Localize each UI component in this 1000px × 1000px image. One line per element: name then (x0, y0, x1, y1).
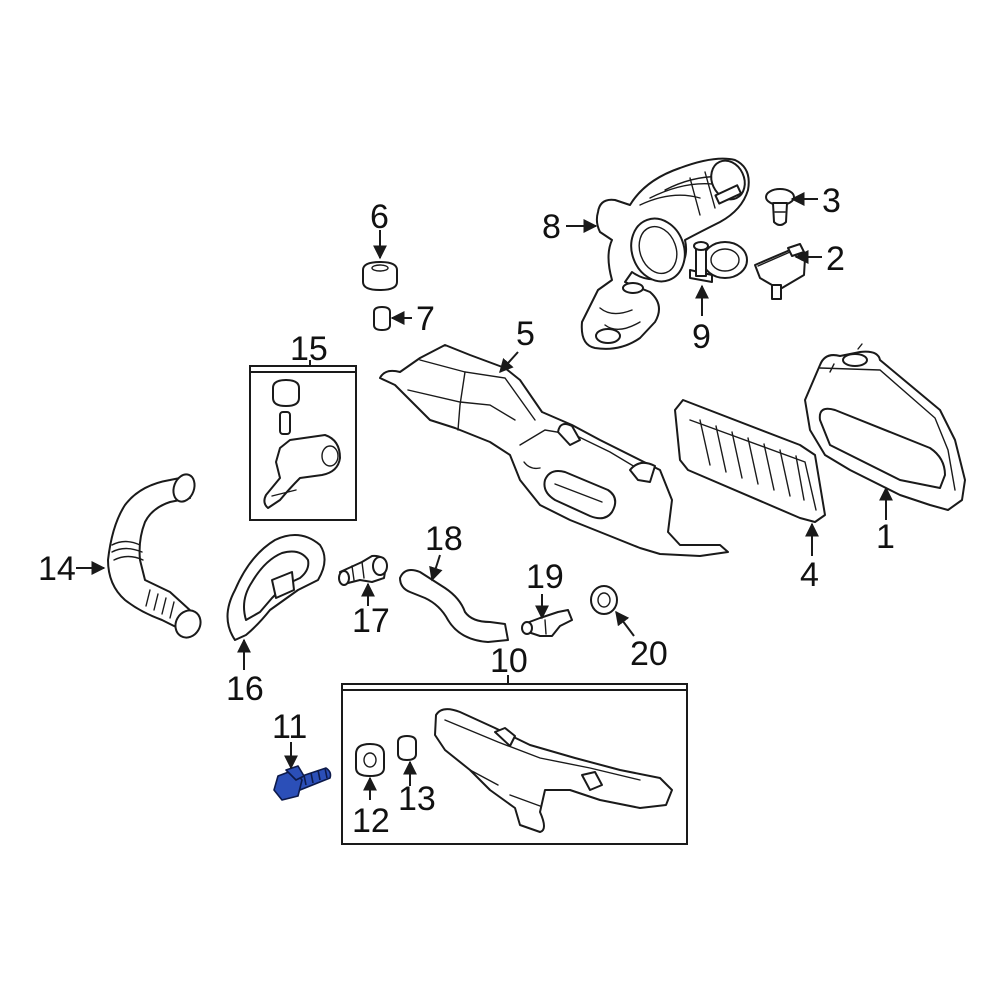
part-9-hose-clamp[interactable] (689, 241, 748, 283)
callout-9: 9 (692, 318, 711, 356)
callout-4: 4 (800, 556, 819, 594)
callout-3: 3 (822, 182, 841, 220)
callout-18: 18 (425, 520, 463, 558)
part-15-box (249, 371, 357, 521)
callout-11: 11 (272, 708, 307, 746)
part-2-air-flow-sensor[interactable] (754, 243, 806, 300)
leader-lines (76, 192, 893, 800)
part-7-collar[interactable] (373, 306, 391, 331)
callout-7: 7 (416, 300, 435, 338)
callout-6: 6 (370, 198, 389, 236)
leader-5 (499, 351, 519, 374)
part-13-collar[interactable] (397, 735, 417, 761)
part-3-push-clip[interactable] (765, 188, 795, 226)
part-11-bolt-highlighted[interactable] (273, 765, 332, 801)
leader-10-bracket (341, 683, 688, 690)
part-15-actuator[interactable] (263, 379, 341, 509)
callout-2: 2 (826, 240, 845, 278)
callout-14: 14 (38, 550, 76, 588)
leader-20 (615, 610, 635, 637)
callout-10: 10 (490, 642, 528, 680)
callout-17: 17 (352, 602, 390, 640)
callout-12: 12 (352, 802, 390, 840)
leader-15-bracket (249, 365, 357, 372)
callout-20: 20 (630, 635, 668, 673)
callout-1: 1 (876, 518, 895, 556)
callout-15: 15 (290, 330, 328, 368)
leader-18 (429, 554, 443, 582)
callout-labels: 1 2 3 4 5 6 7 8 9 10 11 12 13 14 15 16 1… (38, 182, 895, 840)
part-14-hose[interactable] (107, 471, 205, 642)
callout-16: 16 (226, 670, 264, 708)
part-16-hose[interactable] (226, 534, 326, 641)
callout-8: 8 (542, 208, 561, 246)
callout-19: 19 (526, 558, 564, 596)
part-6-grommet[interactable] (362, 261, 398, 291)
part-12-grommet[interactable] (355, 743, 385, 777)
part-4-air-filter[interactable] (674, 399, 826, 523)
part-8-intake-hose[interactable] (580, 155, 751, 350)
callout-5: 5 (516, 315, 535, 353)
part-18-hose[interactable] (399, 569, 509, 643)
part-1-air-cleaner-housing[interactable] (804, 343, 966, 511)
part-10-box (341, 689, 688, 845)
callout-13: 13 (398, 780, 436, 818)
part-10-air-duct[interactable] (434, 708, 673, 833)
part-5-intake-duct[interactable] (379, 344, 729, 557)
part-20-grommet[interactable] (590, 585, 618, 615)
part-17-elbow-connector[interactable] (338, 554, 388, 586)
part-19-connector[interactable] (521, 609, 573, 637)
